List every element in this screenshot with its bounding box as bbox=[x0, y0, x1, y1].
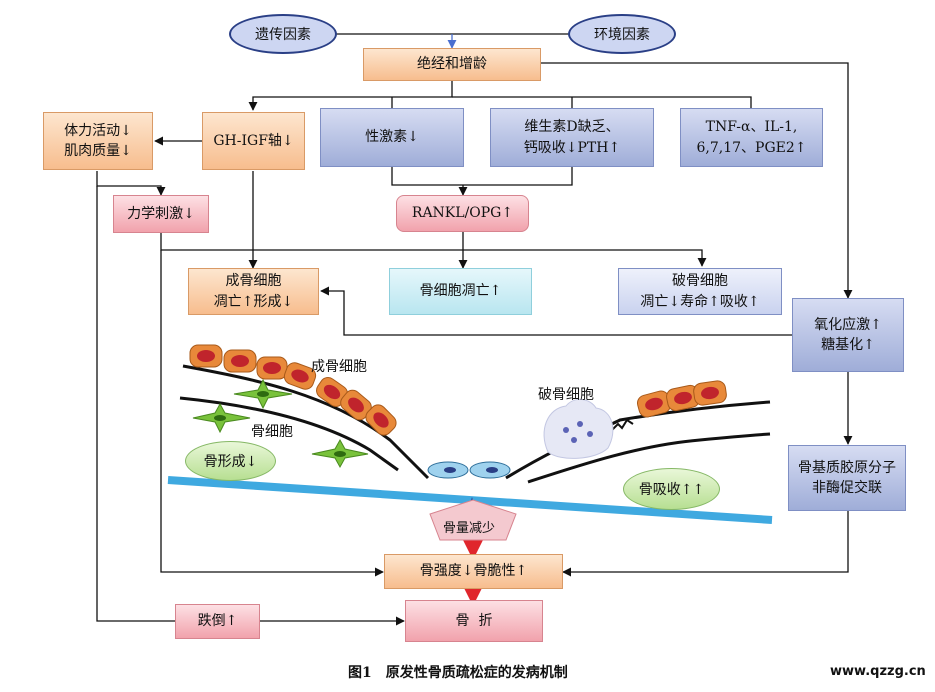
osteoclast-cell-label: 破骨细胞 bbox=[538, 387, 594, 403]
bone-mass-loss-label: 骨量减少 bbox=[443, 521, 496, 536]
bone-surface-line bbox=[167, 476, 773, 524]
connector bbox=[96, 186, 175, 622]
connector bbox=[391, 167, 573, 186]
osteocyte-cell bbox=[192, 402, 251, 434]
bone-strength-box: 骨强度↓骨脆性↑ bbox=[384, 554, 563, 589]
osteoblast-cell bbox=[636, 390, 672, 418]
arrow bbox=[160, 233, 707, 267]
osteoblast-cell bbox=[223, 349, 257, 373]
arrow bbox=[320, 286, 792, 336]
figure-caption: 图1 原发性骨质疏松症的发病机制 bbox=[348, 665, 568, 681]
osteoblast-box: 成骨细胞 凋亡↑形成↓ bbox=[188, 268, 319, 315]
oxidative-stress-box: 氧化应激↑ 糖基化↑ bbox=[792, 298, 904, 372]
genetic-factor-label: 遗传因素 bbox=[255, 27, 311, 43]
lining-cell bbox=[469, 461, 511, 479]
bone-illustration bbox=[167, 344, 773, 541]
osteocyte-apoptosis-box: 骨细胞凋亡↑ bbox=[389, 268, 532, 315]
osteoblast-cell bbox=[283, 362, 317, 390]
arrow bbox=[96, 171, 166, 196]
genetic-factor-ellipse: 遗传因素 bbox=[229, 14, 337, 54]
lining-cell bbox=[427, 461, 469, 479]
osteoblast-cell bbox=[365, 404, 397, 436]
falls-box: 跌倒↑ bbox=[175, 604, 260, 639]
cytokine-box: TNF-α、IL-1, 6,7,17、PGE2↑ bbox=[680, 108, 823, 167]
menopause-aging-box: 绝经和增龄 bbox=[363, 48, 541, 81]
arrow bbox=[248, 81, 453, 111]
collagen-crosslink-box: 骨基质胶原分子 非酶促交联 bbox=[788, 445, 906, 511]
arrow bbox=[562, 511, 849, 577]
osteoblast-cell bbox=[316, 377, 348, 407]
sex-hormone-box: 性激素↓ bbox=[320, 108, 464, 167]
mechanical-stimulus-box: 力学刺激↓ bbox=[113, 195, 209, 233]
arrow bbox=[541, 62, 853, 299]
osteocyte-cell bbox=[311, 438, 369, 469]
osteoblast-cell bbox=[693, 380, 727, 406]
osteoclast-cell bbox=[543, 399, 614, 459]
fracture-box: 骨 折 bbox=[405, 600, 543, 642]
physical-activity-box: 体力活动↓ 肌肉质量↓ bbox=[43, 112, 153, 170]
environment-factor-ellipse: 环境因素 bbox=[568, 14, 676, 54]
osteoblast-cell bbox=[666, 384, 700, 412]
vitamin-d-box: 维生素D缺乏、 钙吸收↓PTH↑ bbox=[490, 108, 654, 167]
osteoclast-box: 破骨细胞 凋亡↓寿命↑吸收↑ bbox=[618, 268, 782, 315]
environment-factor-label: 环境因素 bbox=[594, 27, 650, 43]
rankl-opg-box: RANKL/OPG↑ bbox=[396, 195, 529, 232]
osteoblast-cell bbox=[340, 389, 372, 421]
osteocyte-cell-label: 骨细胞 bbox=[251, 424, 293, 440]
osteoblast-cell bbox=[189, 344, 223, 368]
osteocyte-cell bbox=[233, 378, 293, 410]
bone-resorption-ellipse: 骨吸收↑↑ bbox=[623, 468, 720, 510]
connector bbox=[452, 96, 752, 108]
watermark: www.qzzg.cn bbox=[830, 664, 926, 679]
arrow bbox=[160, 250, 384, 577]
osteoblast-cell bbox=[256, 356, 288, 380]
bone-formation-ellipse: 骨形成↓ bbox=[185, 441, 276, 481]
bone-mass-pentagon bbox=[429, 499, 517, 541]
osteoblast-cell-label: 成骨细胞 bbox=[311, 359, 367, 375]
gh-igf-box: GH-IGF轴↓ bbox=[202, 112, 305, 170]
